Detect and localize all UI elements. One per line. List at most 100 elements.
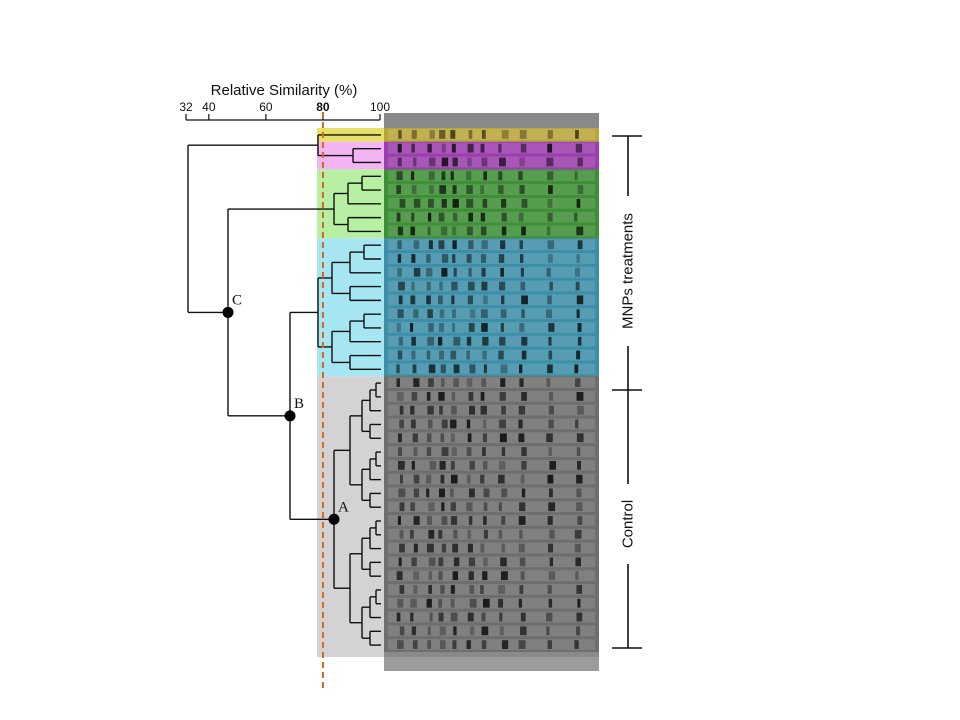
- gel-band: [576, 226, 584, 236]
- gel-band: [413, 488, 420, 498]
- gel-band: [575, 130, 579, 139]
- gel-band: [426, 267, 433, 277]
- gel-band: [412, 640, 418, 649]
- gel-band: [518, 171, 523, 181]
- gel-band: [483, 488, 490, 498]
- gel-band: [398, 447, 402, 456]
- gel-band: [501, 447, 506, 456]
- gel-band: [466, 350, 470, 360]
- node-marker: [284, 410, 296, 422]
- gel-band: [576, 433, 584, 443]
- gel-lane: [388, 391, 595, 402]
- gel-band: [520, 571, 525, 581]
- gel-band: [520, 143, 527, 153]
- gel-band: [413, 309, 419, 319]
- gel-band: [426, 488, 430, 498]
- gel-band: [440, 364, 446, 374]
- gel-band: [500, 378, 506, 387]
- gel-band: [426, 392, 431, 401]
- gel-band: [547, 171, 554, 181]
- gel-band: [498, 143, 502, 153]
- gel-lane: [388, 611, 595, 623]
- gel-band: [482, 433, 487, 443]
- gel-band: [501, 516, 506, 525]
- gel-band: [426, 295, 431, 305]
- gel-band: [501, 543, 506, 553]
- gel-band: [501, 130, 509, 139]
- gel-lane: [388, 584, 595, 595]
- gel-band: [546, 309, 553, 319]
- gel-band: [469, 460, 475, 470]
- gel-band: [468, 130, 473, 139]
- gel-band: [548, 392, 554, 401]
- cluster-box: [317, 238, 385, 377]
- gel-band: [466, 419, 471, 429]
- gel-band: [397, 640, 404, 649]
- gel-band: [499, 626, 504, 636]
- gel-band: [450, 130, 456, 139]
- gel-band: [574, 640, 579, 649]
- gel-band: [438, 529, 443, 539]
- gel-band: [466, 226, 473, 236]
- gel-band: [450, 171, 454, 181]
- gel-band: [480, 185, 485, 194]
- gel-band: [501, 488, 508, 498]
- gel-band: [575, 557, 581, 567]
- gel-band: [481, 626, 489, 636]
- gel-band: [501, 295, 505, 305]
- gel-band: [429, 185, 434, 194]
- gel-band: [574, 529, 582, 539]
- gel-band: [518, 543, 525, 553]
- gel-band: [428, 212, 432, 222]
- gel-band: [548, 488, 553, 498]
- gel-band: [427, 626, 431, 636]
- gel-lane: [388, 197, 595, 209]
- gel-lane: [388, 473, 595, 485]
- gel-band: [519, 254, 524, 263]
- gel-band: [575, 143, 583, 153]
- gel-band: [520, 612, 526, 622]
- gel-band: [575, 267, 581, 277]
- gel-band: [426, 433, 432, 443]
- gel-band: [410, 502, 416, 512]
- gel-band: [468, 392, 474, 401]
- gel-band: [410, 612, 414, 622]
- node-label: B: [294, 396, 304, 412]
- gel-band: [481, 640, 487, 649]
- gel-band: [500, 571, 508, 581]
- gel-band: [411, 185, 417, 194]
- gel-band: [576, 585, 583, 594]
- gel-band: [413, 267, 421, 277]
- gel-band: [576, 447, 581, 456]
- gel-band: [411, 419, 416, 429]
- gel-band: [520, 281, 526, 291]
- node-label: C: [232, 292, 242, 308]
- gel-band: [426, 350, 431, 360]
- gel-band: [399, 198, 406, 208]
- tick-label: 32: [179, 100, 193, 114]
- gel-band: [469, 598, 477, 608]
- gel-band: [397, 598, 404, 608]
- gel-band: [451, 295, 455, 305]
- gel-band: [483, 460, 488, 470]
- gel-band: [546, 157, 554, 167]
- gel-band: [468, 323, 475, 332]
- gel-band: [521, 198, 528, 208]
- gel-band: [438, 612, 444, 622]
- gel-band: [548, 336, 552, 346]
- gel-cluster-region: [384, 128, 599, 142]
- gel-band: [399, 626, 405, 636]
- gel-band: [399, 585, 405, 594]
- cluster-highlights: [317, 128, 385, 657]
- gel-band: [469, 626, 475, 636]
- gel-band: [466, 474, 471, 484]
- gel-band: [500, 364, 508, 374]
- gel-lane: [388, 570, 595, 582]
- gel-lane: [388, 515, 595, 526]
- gel-band: [451, 143, 456, 153]
- gel-band: [468, 267, 472, 277]
- gel-band: [411, 626, 417, 636]
- gel-band: [441, 171, 446, 181]
- gel-band: [481, 612, 486, 622]
- gel-band: [481, 267, 486, 277]
